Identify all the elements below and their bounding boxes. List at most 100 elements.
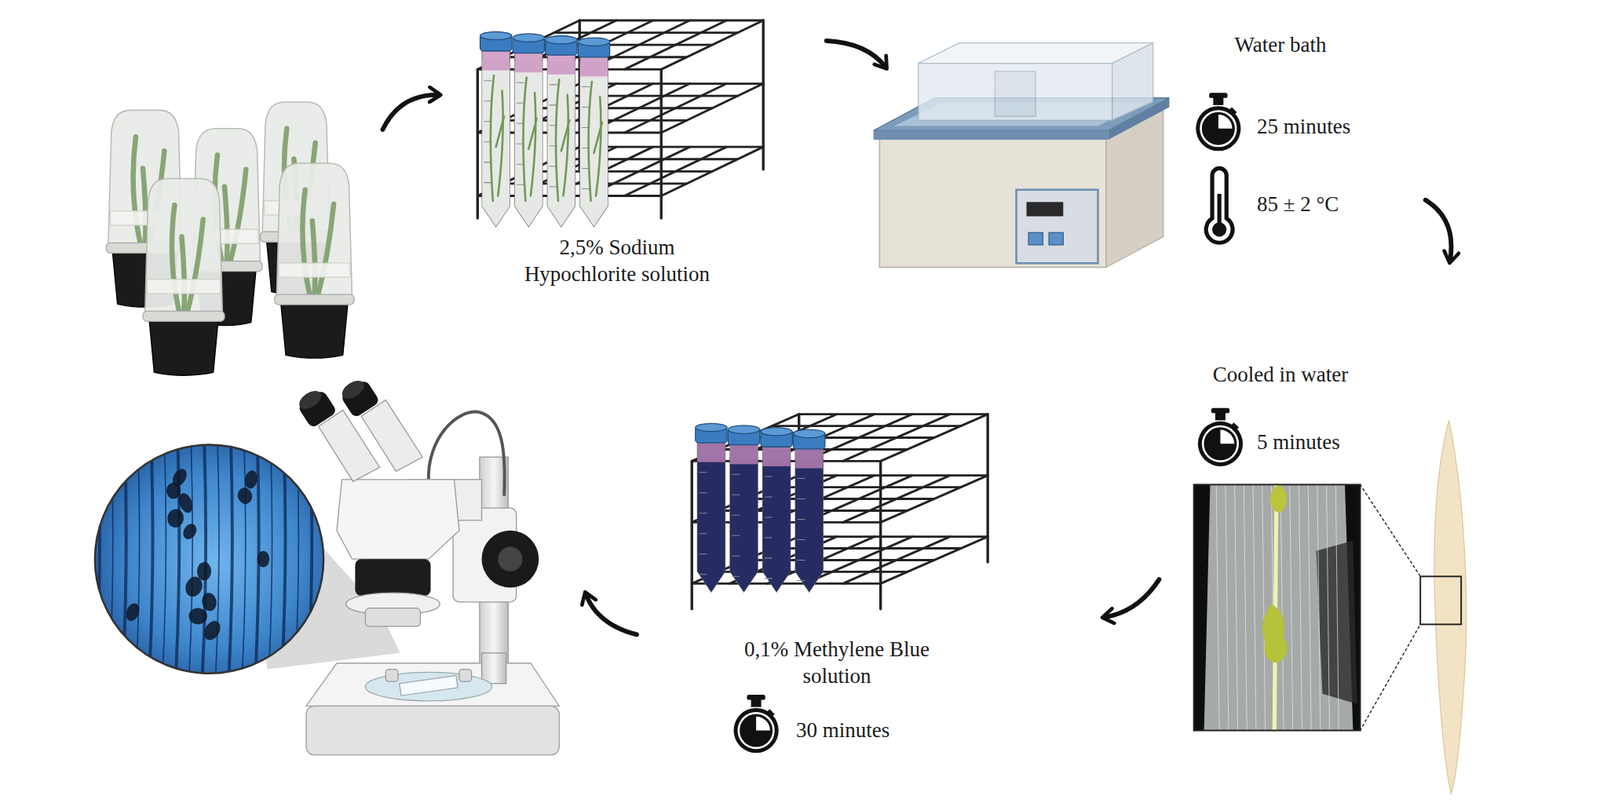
- wire-rack: [691, 582, 881, 585]
- magnified-view: [162, 438, 167, 682]
- spore: [200, 591, 219, 613]
- wire-rack: [554, 31, 738, 34]
- magnified-view: [91, 438, 337, 684]
- display: [1026, 201, 1064, 216]
- centrifuge-tube: [582, 188, 590, 190]
- plant-leaves: [317, 204, 334, 298]
- leaf-photo: [1225, 485, 1229, 731]
- wire-rack: [762, 20, 765, 170]
- tube-label-band: [547, 54, 575, 75]
- tape-band: [146, 279, 221, 294]
- hypochlorite-rack: [477, 20, 764, 227]
- magnified-outline: [94, 445, 324, 674]
- base-top: [306, 663, 559, 707]
- tube-seedlings: [593, 122, 602, 154]
- pot-body: [149, 317, 219, 376]
- tube-liquid: [482, 61, 510, 227]
- magnified-view: [295, 438, 300, 682]
- centrifuge-tube: [732, 494, 740, 496]
- step-label: 85 ± 2 °C: [1256, 190, 1339, 218]
- flow-arrow: [585, 593, 637, 635]
- stopwatch-icon: [1212, 96, 1224, 105]
- spore: [124, 601, 143, 623]
- tube-cap-top: [545, 35, 578, 44]
- leaf-sample: [1359, 420, 1466, 794]
- step-label: Cooled in water: [1123, 361, 1438, 388]
- magnified-view: [189, 438, 194, 682]
- leaf-photo: [1289, 485, 1294, 731]
- spore: [257, 551, 271, 568]
- centrifuge-tube: [516, 184, 524, 186]
- spore: [180, 521, 200, 542]
- leaf-photo: [1326, 485, 1330, 731]
- centrifuge-tube: [699, 553, 707, 555]
- tube-label-band: [515, 51, 543, 73]
- centrifuge-tube: [549, 84, 557, 85]
- stopwatch-icon: [746, 694, 765, 700]
- wire-rack: [476, 69, 479, 219]
- plant-leaves: [312, 220, 315, 298]
- plant-leaves: [230, 169, 247, 265]
- wire-rack: [660, 69, 663, 219]
- bath-lid: [994, 71, 1036, 117]
- magnified-view: [149, 438, 154, 682]
- stopwatch-icon: [1201, 110, 1237, 147]
- tube-body: [697, 440, 725, 592]
- leaf-sample: [1359, 484, 1421, 577]
- tube-body: [482, 48, 510, 227]
- centrifuge-tube: [764, 536, 772, 538]
- tube-seedlings: [528, 118, 537, 150]
- flow-arrow: [1103, 579, 1159, 618]
- thermometer-icon: [1205, 168, 1233, 243]
- centrifuge-tube: [764, 475, 772, 477]
- centrifuge-tube: [549, 104, 557, 106]
- tube-label-band: [697, 442, 725, 463]
- plant-leaves: [133, 136, 142, 246]
- button: [1048, 232, 1064, 245]
- tube-liquid: [763, 459, 791, 592]
- potted-plants: [105, 102, 355, 376]
- stereo-microscope: [91, 376, 559, 755]
- spore: [182, 574, 205, 600]
- leaf-photo: [1307, 485, 1312, 731]
- plant-leaves: [171, 204, 180, 315]
- centrifuge-tube: [760, 427, 793, 592]
- tube-seedlings: [522, 77, 537, 201]
- wire-rack: [799, 474, 988, 477]
- eyepiece: [361, 399, 423, 472]
- stage-plate: [365, 672, 492, 701]
- tube-label-band: [580, 55, 608, 77]
- leaf-photo: [1335, 485, 1339, 731]
- step-label: 0,1% Methylene Blue solution: [730, 635, 943, 690]
- bath-lid: [918, 43, 1154, 121]
- centrifuge-tube: [699, 471, 707, 473]
- stopwatch-icon: [1218, 114, 1233, 129]
- centrifuge-tube: [699, 512, 707, 514]
- leaf-photo: [1216, 485, 1220, 731]
- leaf-sample: [1359, 624, 1421, 731]
- objective-ring: [354, 558, 431, 596]
- centrifuge-tube: [732, 515, 740, 516]
- glass-slide: [399, 675, 458, 697]
- stopwatch-icon: [756, 716, 771, 731]
- step-label: 25 minutes: [1256, 113, 1351, 140]
- stopwatch-icon: [738, 712, 775, 749]
- plant-pot: [142, 178, 225, 376]
- magnified-view: [201, 438, 206, 682]
- leaf-photo: [1262, 485, 1266, 731]
- tube-cap-top: [577, 37, 610, 46]
- centrifuge-tube: [695, 423, 727, 592]
- plant-leaves: [302, 189, 311, 298]
- spore: [189, 608, 208, 625]
- wire-rack: [799, 412, 988, 416]
- spore: [200, 617, 224, 643]
- magnified-view: [228, 438, 233, 682]
- pot-rim: [274, 294, 355, 305]
- methylene-blue-rack: [691, 414, 988, 610]
- centrifuge-tube: [797, 559, 805, 561]
- step-label: 2,5% Sodium Hypochlorite solution: [511, 233, 724, 288]
- photo-frame: [1194, 484, 1361, 731]
- centrifuge-tube: [699, 492, 707, 494]
